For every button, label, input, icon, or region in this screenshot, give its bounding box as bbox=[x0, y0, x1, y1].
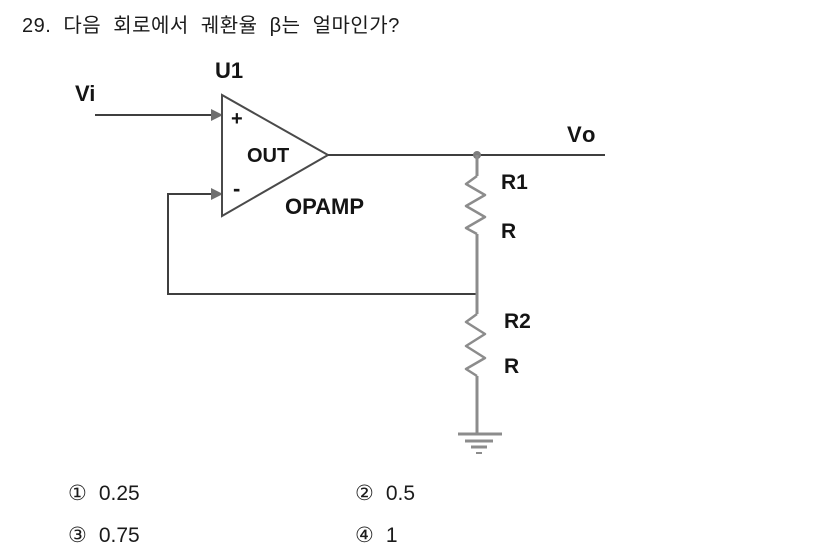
question-text: 29. 다음 회로에서 궤환율 β는 얼마인가? bbox=[22, 15, 400, 37]
resistor-r1 bbox=[464, 155, 487, 314]
input-vi-label: Vi bbox=[75, 81, 96, 106]
inverting-pin-label: - bbox=[233, 176, 241, 201]
option-3-value: 0.75 bbox=[98, 524, 140, 547]
input-wire-vi bbox=[95, 109, 223, 121]
r2-value-label: R bbox=[504, 355, 520, 378]
answer-option-1: ① 0.25 bbox=[68, 481, 140, 506]
out-pin-label: OUT bbox=[247, 145, 290, 167]
output-vo-label: Vo bbox=[567, 122, 598, 147]
r1-value-label: R bbox=[501, 220, 517, 243]
arrowhead-icon bbox=[211, 109, 223, 121]
option-4-marker: ④ bbox=[355, 524, 374, 547]
answer-option-2: ② 0.5 bbox=[355, 481, 415, 506]
option-2-value: 0.5 bbox=[385, 482, 416, 505]
opamp-triangle bbox=[221, 93, 331, 218]
option-2-marker: ② bbox=[355, 482, 374, 505]
opamp-ref-label: U1 bbox=[215, 58, 244, 83]
answer-option-3: ③ 0.75 bbox=[68, 523, 140, 548]
r2-ref-label: R2 bbox=[504, 310, 531, 333]
option-4-value: 1 bbox=[385, 524, 398, 547]
opamp-type-label: OPAMP bbox=[285, 194, 365, 219]
ground-icon bbox=[458, 432, 502, 454]
option-3-marker: ③ bbox=[68, 524, 87, 547]
r1-ref-label: R1 bbox=[501, 171, 528, 194]
noninverting-pin-label: + bbox=[231, 108, 243, 130]
arrowhead-icon bbox=[211, 188, 223, 200]
option-1-marker: ① bbox=[68, 482, 87, 505]
resistor-r2 bbox=[464, 312, 487, 433]
option-1-value: 0.25 bbox=[98, 482, 140, 505]
feedback-wire bbox=[167, 188, 478, 295]
